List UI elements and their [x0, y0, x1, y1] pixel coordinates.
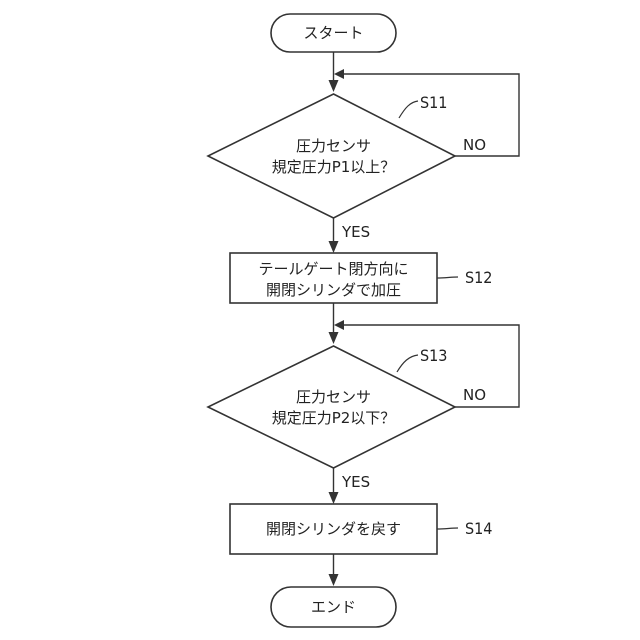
- s13-step-label: S13: [420, 346, 447, 365]
- arrowhead: [334, 69, 344, 79]
- arrowhead: [329, 80, 339, 92]
- s13-text-line1: 圧力センサ: [296, 388, 371, 406]
- arrowhead: [329, 332, 339, 344]
- start-node: スタート: [271, 14, 396, 52]
- arrowhead: [329, 574, 339, 586]
- s12-leader-line: [437, 277, 458, 278]
- s12-step-label: S12: [465, 268, 492, 287]
- s12-process: テールゲート閉方向に 開閉シリンダで加圧: [230, 253, 437, 303]
- arrowhead: [329, 241, 339, 253]
- s11-text-line1: 圧力センサ: [296, 137, 371, 155]
- s12-text-line1: テールゲート閉方向に: [258, 260, 408, 278]
- arrowhead: [334, 320, 344, 330]
- end-node: エンド: [271, 587, 396, 627]
- s13-leader-line: [397, 355, 418, 372]
- s14-process: 開閉シリンダを戻す: [230, 504, 437, 554]
- start-label: スタート: [303, 24, 363, 42]
- end-label: エンド: [311, 598, 356, 616]
- s11-step-label: S11: [420, 93, 447, 112]
- s14-step-label: S14: [465, 519, 492, 538]
- s11-decision: 圧力センサ 規定圧力P1以上？: [208, 94, 455, 218]
- s12-text-line2: 開閉シリンダで加圧: [266, 281, 401, 299]
- s11-leader-line: [399, 101, 418, 118]
- s13-no-label: NO: [463, 386, 486, 404]
- s11-no-label: NO: [463, 136, 486, 154]
- s14-text-line1: 開閉シリンダを戻す: [266, 520, 401, 538]
- s13-decision: 圧力センサ 規定圧力P2以下？: [208, 346, 455, 468]
- s14-leader-line: [437, 528, 458, 529]
- s13-yes-label: YES: [341, 473, 370, 491]
- s13-text-line2: 規定圧力P2以下？: [272, 409, 396, 427]
- s11-text-line2: 規定圧力P1以上？: [272, 158, 396, 176]
- s11-yes-label: YES: [341, 223, 370, 241]
- arrowhead: [329, 492, 339, 504]
